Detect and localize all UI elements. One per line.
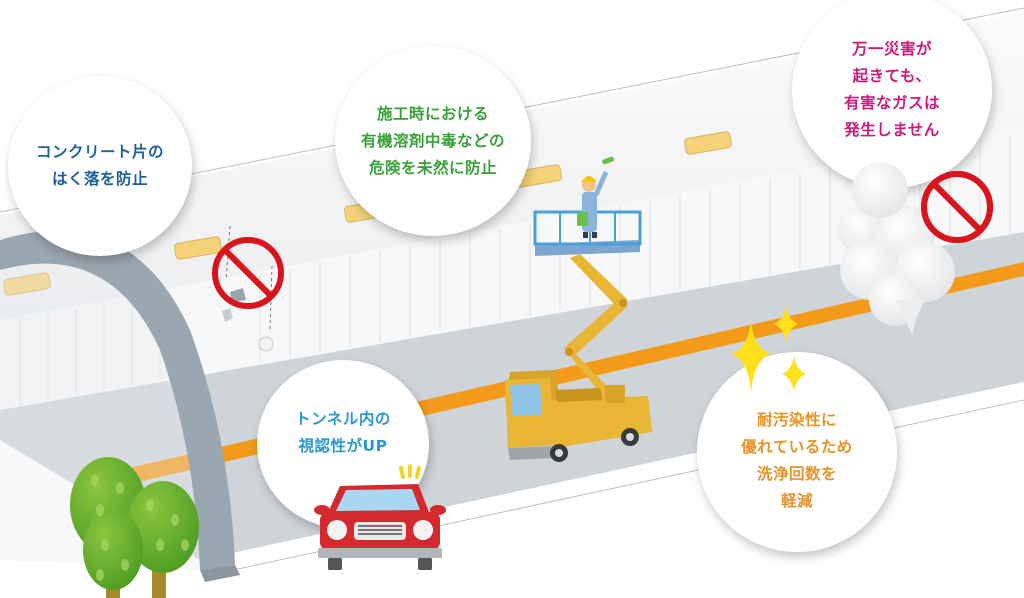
callout-concrete-spalling: コンクリート片の はく落を防止 <box>8 76 192 256</box>
callout-stain-resistance: 耐汚染性に 優れているため 洗浄回数を 軽減 <box>697 352 897 552</box>
callout-text-line: はく落を防止 <box>51 170 148 188</box>
callout-text-line: 視認性がUP <box>298 437 388 455</box>
callout-text-line: トンネル内の <box>295 410 391 428</box>
callout-text-line: 危険を未然に防止 <box>368 158 497 177</box>
trees-icon <box>70 457 199 598</box>
tunnel-wall-panels <box>0 128 1024 410</box>
callout-text-line: 有害なガスは <box>843 94 940 112</box>
callout-no-toxic-gas: 万一災害が 起きても、 有害なガスは 発生しません <box>792 0 992 188</box>
callout-text-line: 有機溶剤中毒などの <box>360 131 505 150</box>
callout-text-line: 発生しません <box>844 121 940 139</box>
callout-text-line: 軽減 <box>780 492 813 510</box>
callout-text-line: 起きても、 <box>852 67 932 85</box>
callout-solvent-poisoning: 施工時における 有機溶剤中毒などの 危険を未然に防止 <box>335 46 531 236</box>
callout-text-line: 優れているため <box>741 438 853 456</box>
callout-visibility-up: トンネル内の 視認性がUP <box>257 360 429 528</box>
callout-text-line: 施工時における <box>376 104 489 123</box>
callout-text-line: 洗浄回数を <box>756 465 837 483</box>
lift-truck-icon <box>505 156 652 462</box>
callout-text-line: 耐汚染性に <box>756 411 837 429</box>
callout-text-line: コンクリート片の <box>35 143 164 161</box>
callout-text-line: 万一災害が <box>851 40 932 58</box>
prohibition-sign-concrete <box>212 237 284 309</box>
